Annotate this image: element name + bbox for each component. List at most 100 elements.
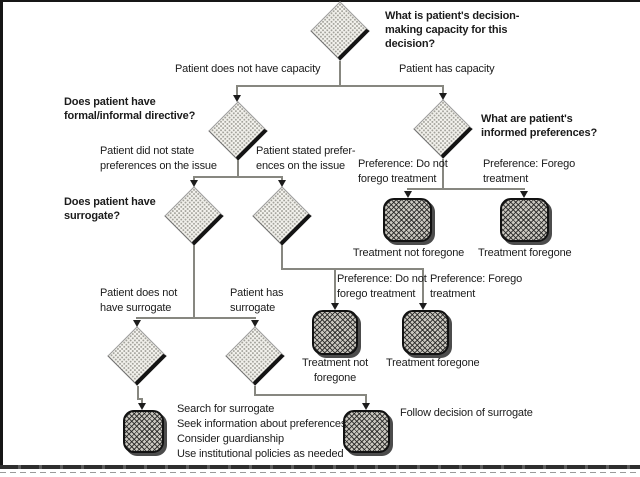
decision-diamond-stated-preferences (252, 186, 312, 246)
question-line: Does patient have (64, 96, 156, 108)
decision-diamond-surrogate (164, 186, 224, 246)
branch-label-pref-do-not-upper: Preference: Do not forego treatment (358, 157, 448, 187)
terminal-node-search-for-surrogate (123, 410, 164, 453)
branch-label-stated-preferences: Patient stated prefer- ences on the issu… (256, 144, 356, 174)
connector-line (193, 176, 195, 182)
decision-diamond-informed-preferences (413, 99, 473, 159)
branch-line: forego treatment (358, 173, 437, 185)
arrowhead-down (190, 180, 198, 187)
branch-line: forego treatment (337, 288, 416, 300)
branch-line: Preference: Do not (358, 158, 448, 170)
terminal-node-treatment-not-foregone-mid (312, 310, 358, 355)
arrowhead-down (138, 403, 146, 410)
connector-line (442, 85, 444, 94)
arrowhead-down (520, 191, 528, 198)
connector-line (339, 61, 341, 85)
outcome-label-treatment-foregone-upper: Treatment foregone (478, 247, 572, 259)
connector-line (137, 386, 139, 400)
action-item: Seek information about preferences (177, 418, 347, 430)
connector-line (442, 159, 444, 189)
branch-label-did-not-state: Patient did not state preferences on the… (100, 144, 217, 174)
page-border-top (0, 0, 640, 2)
decision-diamond-no-surrogate (107, 326, 167, 386)
connector-line (281, 176, 283, 182)
decision-diamond-capacity (310, 1, 370, 61)
terminal-node-treatment-foregone-mid (402, 310, 449, 355)
branch-line: Preference: Forego (430, 273, 523, 285)
question-informed-preferences: What are patient's informed preferences? (481, 112, 597, 140)
branch-line: preferences on the issue (100, 160, 217, 172)
connector-line (141, 398, 143, 404)
branch-line: Patient has (230, 287, 284, 299)
branch-label-no-surrogate: Patient does not have surrogate (100, 286, 177, 316)
branch-line: have surrogate (100, 302, 172, 314)
connector-line (407, 188, 525, 190)
connector-line (254, 386, 256, 395)
connector-line (281, 268, 423, 270)
arrowhead-down (278, 180, 286, 187)
question-line: making capacity for this (385, 24, 508, 36)
branch-line: Preference: Forego (483, 158, 576, 170)
branch-label-has-capacity: Patient has capacity (399, 63, 495, 75)
arrowhead-down (251, 320, 259, 327)
arrowhead-down (133, 320, 141, 327)
arrowhead-down (362, 403, 370, 410)
action-item: Consider guardianship (177, 433, 284, 445)
arrowhead-down (404, 191, 412, 198)
branch-label-no-capacity: Patient does not have capacity (175, 63, 321, 75)
connector-line (254, 394, 367, 396)
action-item: Search for surrogate (177, 403, 275, 415)
branch-line: treatment (430, 288, 476, 300)
connector-line (193, 245, 195, 318)
connector-line (281, 245, 283, 269)
branch-line: Preference: Do not (337, 273, 427, 285)
page-rule-bottom-faint (0, 472, 640, 473)
connector-line (365, 394, 367, 404)
outcome-label-treatment-not-foregone-upper: Treatment not foregone (352, 247, 465, 259)
page-border-left (0, 0, 3, 468)
page-rule-bottom (0, 465, 640, 469)
question-line: informed preferences? (481, 127, 598, 139)
branch-line: Patient did not state (100, 145, 195, 157)
question-line: decision? (385, 38, 435, 50)
outcome-line: foregone (313, 372, 357, 384)
question-line: Does patient have (64, 196, 156, 208)
branch-line: surrogate (230, 302, 276, 314)
outcome-action-list: Search for surrogate Seek information ab… (177, 402, 346, 462)
action-item: Use institutional policies as needed (177, 448, 344, 460)
connector-line (137, 398, 143, 400)
connector-line (422, 268, 424, 304)
connector-line (334, 268, 336, 304)
arrowhead-down (439, 93, 447, 100)
outcome-label-follow-surrogate: Follow decision of surrogate (400, 407, 533, 419)
terminal-node-follow-surrogate (343, 410, 390, 453)
connector-line (236, 85, 444, 87)
connector-line (237, 160, 239, 177)
outcome-label-treatment-not-foregone-mid: Treatment not foregone (299, 356, 371, 386)
question-line: surrogate? (64, 210, 120, 222)
arrowhead-down (331, 303, 339, 310)
branch-label-pref-do-not-mid: Preference: Do not forego treatment (337, 272, 427, 302)
question-line: What is patient's decision- (385, 10, 520, 22)
branch-line: Patient does not (100, 287, 178, 299)
question-surrogate: Does patient have surrogate? (64, 195, 156, 223)
outcome-label-treatment-foregone-mid: Treatment foregone (386, 357, 480, 369)
branch-label-pref-forego-upper: Preference: Forego treatment (483, 157, 575, 187)
arrowhead-down (233, 95, 241, 102)
outcome-line: Treatment not (301, 357, 369, 369)
question-directive: Does patient have formal/informal direct… (64, 95, 195, 123)
branch-line: ences on the issue (256, 160, 346, 172)
connector-line (193, 176, 283, 178)
terminal-node-treatment-foregone-upper (500, 198, 549, 242)
connector-line (236, 85, 238, 96)
connector-line (136, 317, 256, 319)
question-line: What are patient's (481, 113, 573, 125)
branch-line: Patient stated prefer- (256, 145, 356, 157)
branch-label-pref-forego-mid: Preference: Forego treatment (430, 272, 522, 302)
terminal-node-treatment-not-foregone-upper (383, 198, 432, 242)
question-line: formal/informal directive? (64, 110, 196, 122)
branch-line: treatment (483, 173, 529, 185)
question-capacity: What is patient's decision- making capac… (385, 9, 519, 51)
arrowhead-down (419, 303, 427, 310)
